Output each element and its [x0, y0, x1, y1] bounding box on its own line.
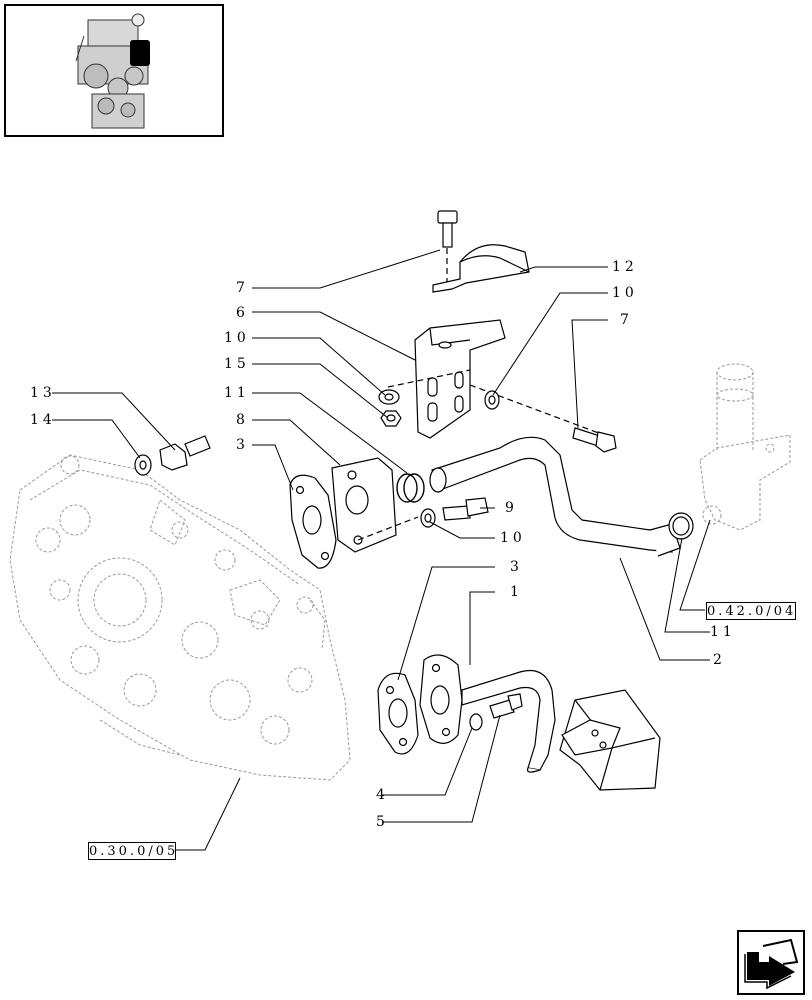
callout-10-right: 10	[612, 285, 638, 301]
callout-6: 6	[236, 305, 249, 321]
reference-right[interactable]: 0.42.0/04	[706, 602, 797, 620]
callout-2: 2	[713, 652, 726, 668]
flange-block	[331, 457, 419, 553]
o-rings	[396, 473, 425, 503]
callout-4: 4	[376, 787, 389, 803]
bolt-right	[572, 427, 617, 453]
callout-8: 8	[236, 412, 249, 428]
gasket-upper	[289, 474, 337, 569]
adapter-fitting	[134, 435, 211, 476]
callout-7-top: 7	[236, 280, 249, 296]
leader-lines	[52, 249, 711, 851]
gearbox-housing-outline	[9, 454, 351, 781]
callout-13: 13	[30, 385, 56, 401]
callout-1: 1	[510, 584, 523, 600]
callout-11-right: 11	[710, 624, 736, 640]
callout-15: 15	[224, 356, 250, 372]
pipe-assembly-lower	[377, 654, 661, 791]
callout-9: 9	[505, 500, 518, 516]
washer-and-nut	[378, 389, 500, 427]
pipe-clamp	[432, 244, 530, 293]
callout-14: 14	[30, 412, 56, 428]
callout-labels: 7 6 10 15 11 8 3 13 14 12 10 7 9 10 3 1 …	[30, 259, 736, 830]
engine-thumbnail-icon	[75, 13, 150, 129]
callout-11-left: 11	[224, 385, 250, 401]
callout-5: 5	[376, 814, 389, 830]
right-fitting-outline	[699, 363, 791, 531]
reference-left[interactable]: 0.30.0/05	[88, 842, 179, 860]
next-page-arrow-icon	[744, 938, 799, 990]
bolt-and-washer-middle	[420, 497, 489, 528]
callout-3-upper: 3	[236, 437, 249, 453]
next-page-button[interactable]	[737, 930, 805, 995]
callout-7-right: 7	[620, 312, 633, 328]
pipe-assembly-upper	[429, 436, 694, 557]
engine-thumbnail	[4, 4, 224, 137]
callout-10-left: 10	[224, 330, 250, 346]
bolt-top	[437, 210, 458, 290]
callout-3-lower: 3	[510, 559, 523, 575]
callout-10-middle: 10	[500, 530, 526, 546]
mounting-bracket	[387, 319, 613, 439]
callout-12: 12	[612, 259, 638, 275]
